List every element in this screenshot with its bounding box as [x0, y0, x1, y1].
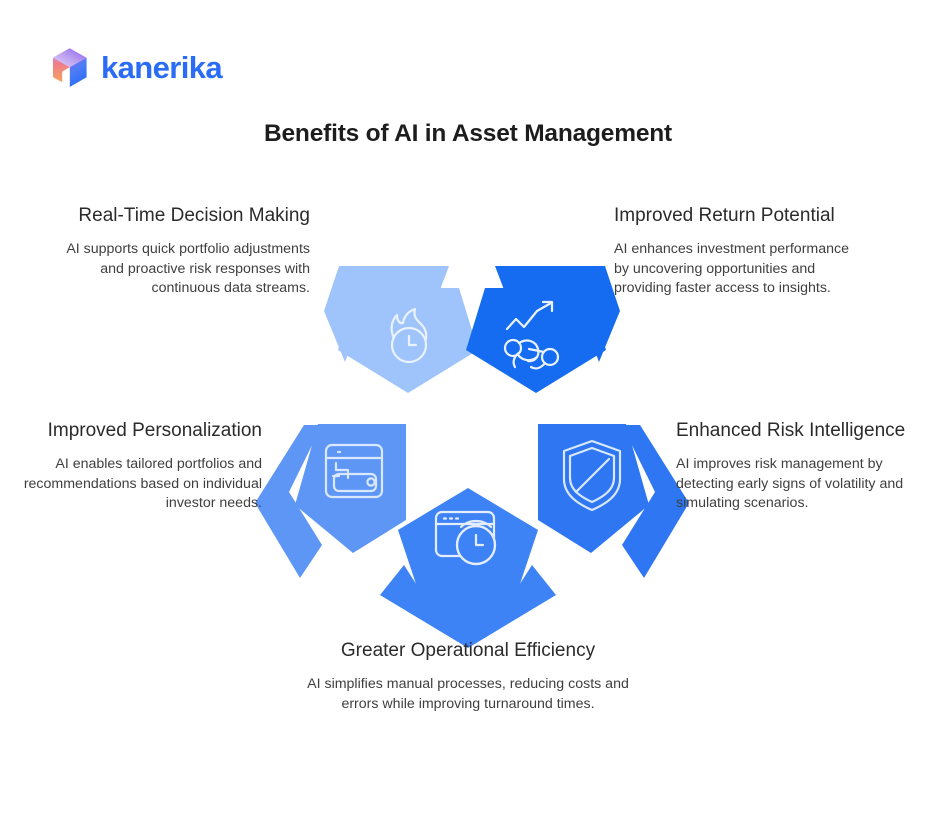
item-body: AI enhances investment performance by un…: [614, 241, 850, 296]
device-stylus-icon: [324, 443, 384, 499]
item-heading: Real-Time Decision Making: [78, 205, 310, 226]
diagram-node-improved-personalization[interactable]: [255, 424, 406, 578]
chevron-bracket-4: [622, 425, 689, 578]
chevron-bracket-3: [255, 425, 322, 578]
item-heading: Improved Personalization: [47, 420, 262, 441]
cube-logo-icon: [53, 48, 87, 87]
browser-clock-icon: [434, 510, 497, 566]
pentagon-3: [295, 424, 406, 553]
item-text-real-time-decision-making: Real-Time Decision Making AI supports qu…: [48, 203, 310, 299]
item-text-enhanced-risk-intelligence: Enhanced Risk Intelligence AI improves r…: [676, 418, 914, 514]
pentagon-4: [538, 424, 649, 553]
flame-clock-icon: [390, 307, 428, 364]
diagram-node-greater-operational-efficiency[interactable]: [380, 488, 556, 648]
diagram-node-improved-return-potential[interactable]: [466, 266, 620, 393]
item-text-improved-personalization: Improved Personalization AI enables tail…: [10, 418, 262, 514]
item-body: AI supports quick portfolio adjustments …: [66, 241, 310, 296]
brand-logo: kanerika: [50, 46, 223, 90]
item-heading: Improved Return Potential: [614, 205, 835, 226]
shield-block-icon: [562, 439, 622, 512]
brand-name: kanerika: [101, 50, 223, 85]
item-heading: Greater Operational Efficiency: [340, 640, 596, 661]
item-body: AI simplifies manual processes, reducing…: [307, 676, 629, 712]
diagram-node-real-time-decision-making[interactable]: [324, 266, 478, 393]
item-text-improved-return-potential: Improved Return Potential AI enhances in…: [614, 203, 862, 299]
item-heading: Enhanced Risk Intelligence: [676, 420, 906, 441]
growth-arrow-chart-icon: [503, 300, 560, 370]
page-title: Benefits of AI in Asset Management: [264, 120, 672, 147]
pentagon-2: [466, 288, 606, 393]
item-body: AI improves risk management by detecting…: [676, 456, 904, 511]
diagram-node-enhanced-risk-intelligence[interactable]: [538, 424, 689, 578]
item-body: AI enables tailored portfolios and recom…: [23, 456, 262, 511]
item-text-greater-operational-efficiency: Greater Operational Efficiency AI simpli…: [306, 638, 630, 714]
